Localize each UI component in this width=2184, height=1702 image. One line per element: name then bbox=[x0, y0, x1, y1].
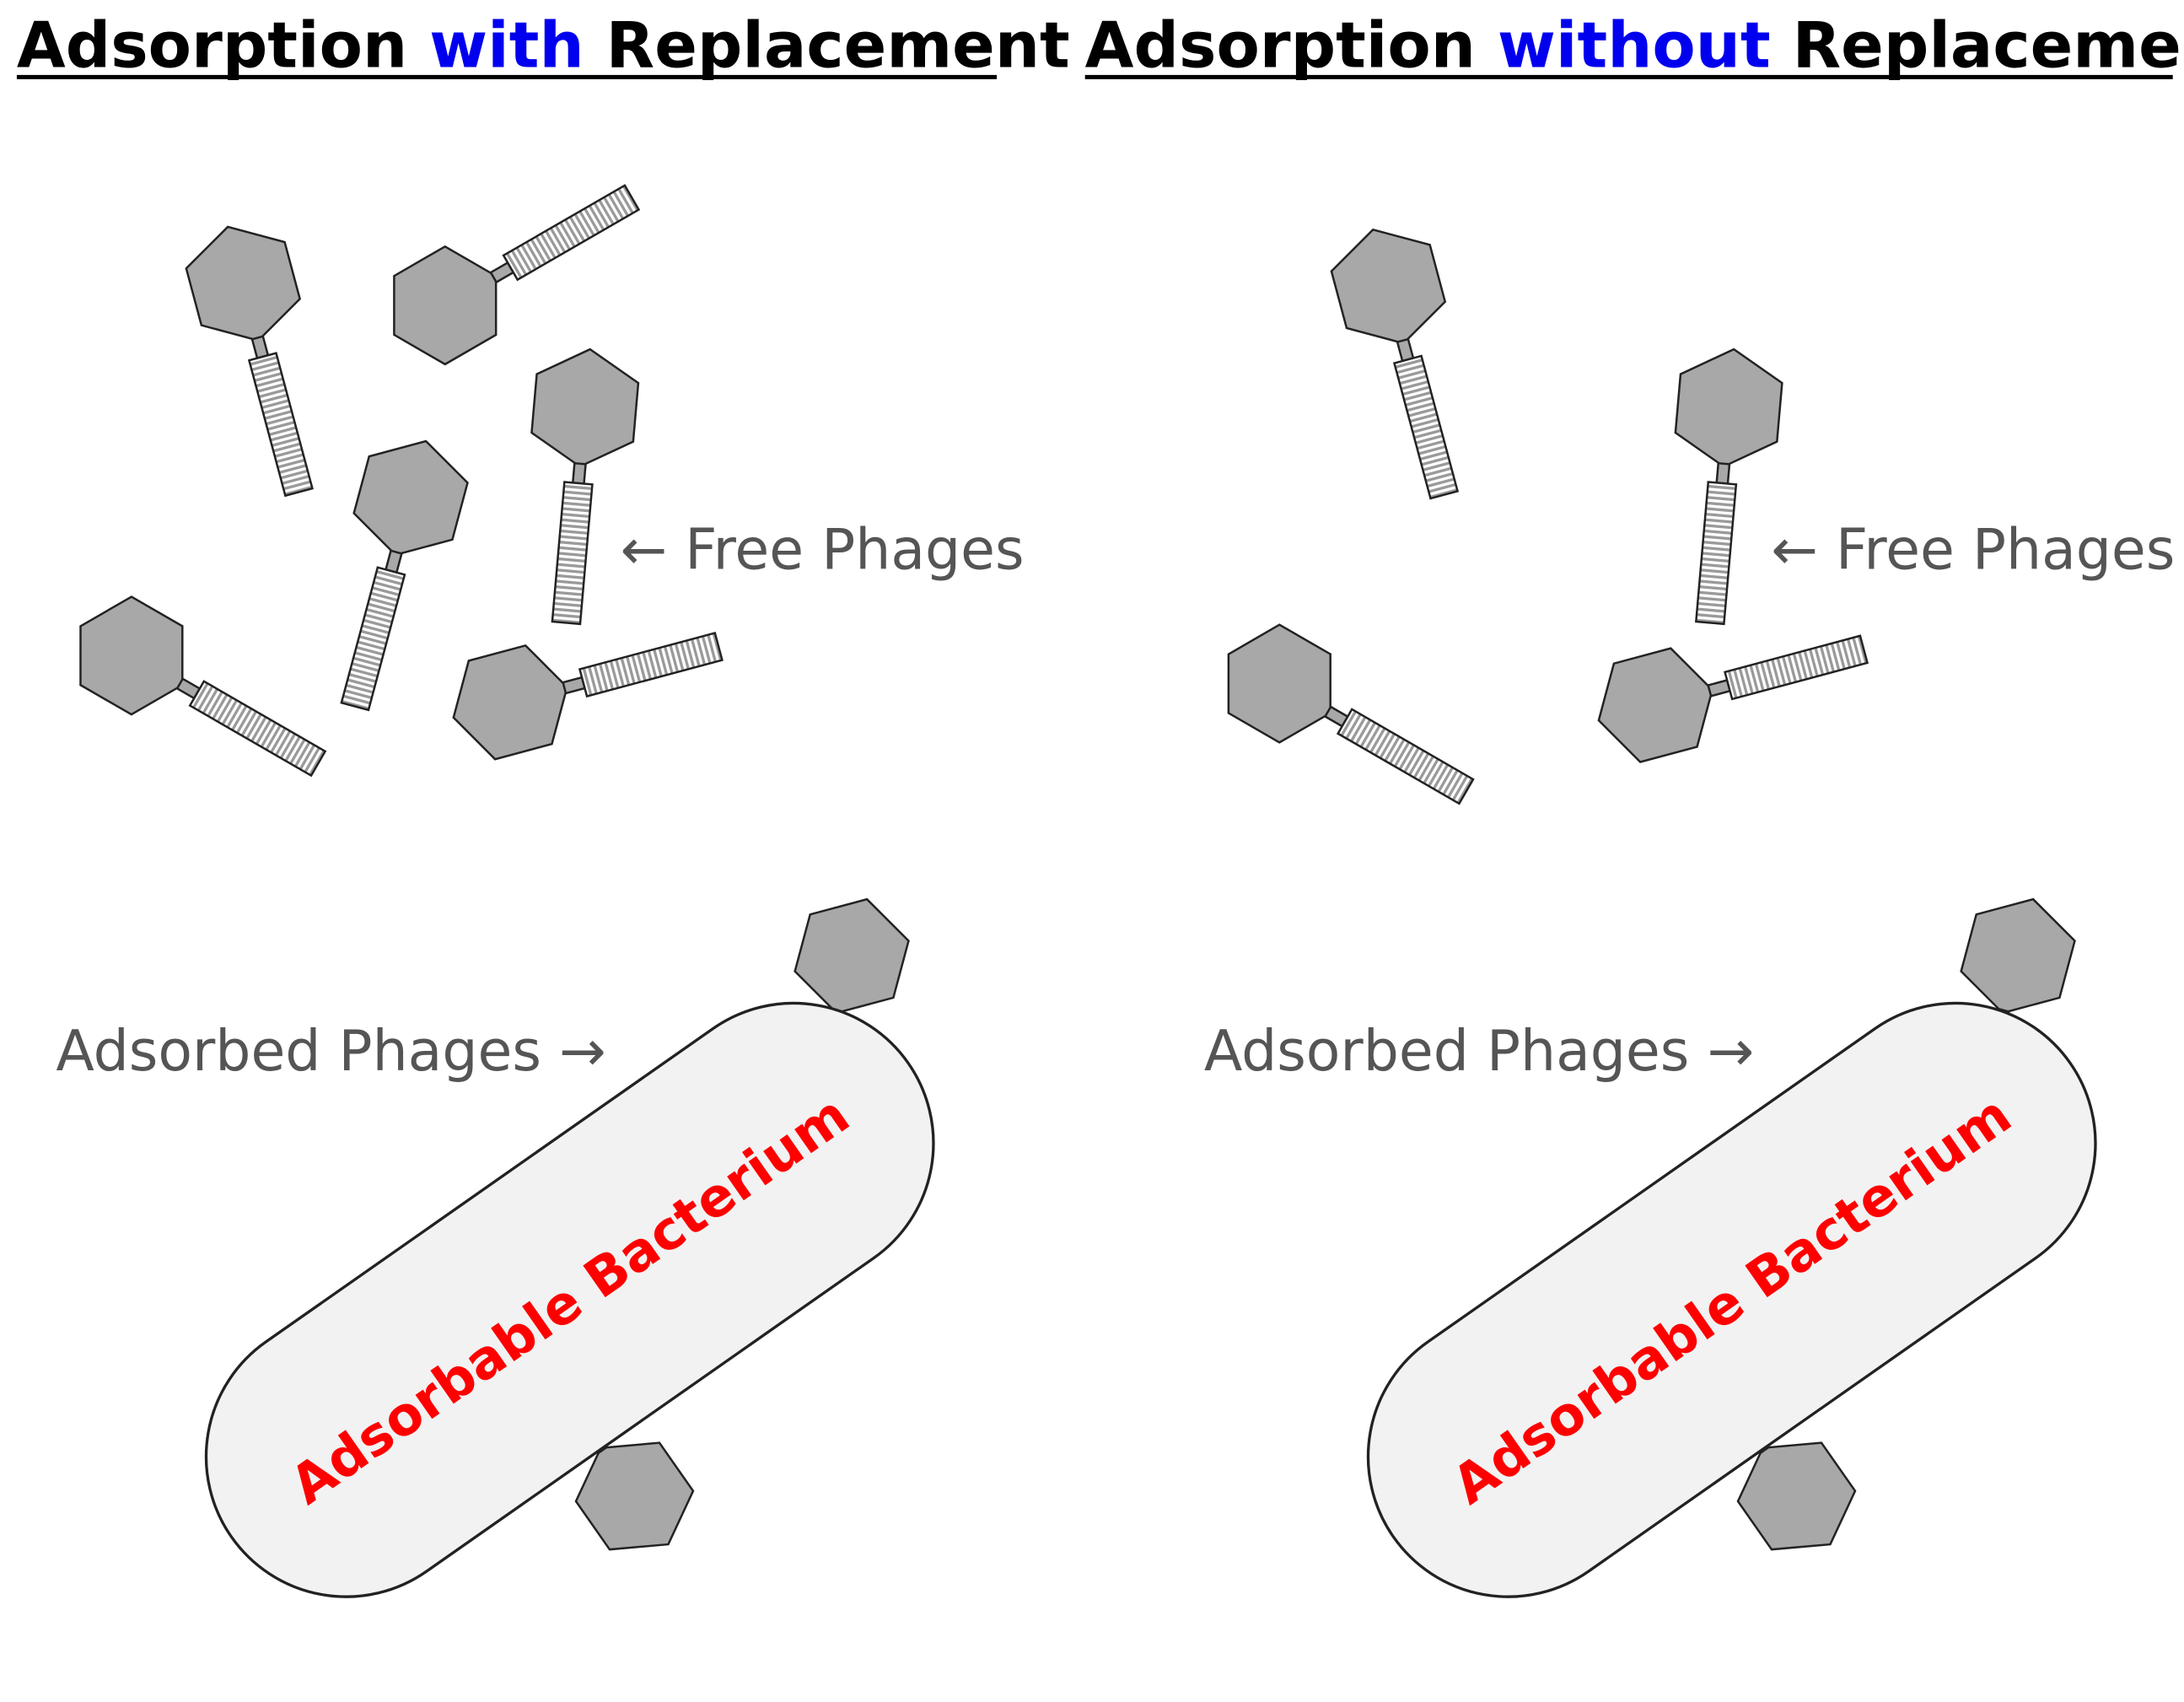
adsorbed-phages-label: Adsorbed Phages → bbox=[1204, 1018, 1754, 1084]
adsorbed-phages-text: Adsorbed Phages bbox=[56, 1018, 541, 1084]
title-highlight: without bbox=[1498, 9, 1771, 83]
panel-title: Adsorption without Replacement bbox=[1085, 9, 2184, 83]
title-pre: Adsorption bbox=[17, 9, 429, 83]
arrow-right-icon: → bbox=[559, 1018, 606, 1084]
arrow-left-icon: ← bbox=[620, 516, 667, 582]
phage-icon bbox=[1658, 343, 1786, 628]
free-phages-label: ← Free Phages bbox=[1771, 516, 2175, 582]
title-post: Replacement bbox=[1771, 9, 2184, 83]
phage-icon bbox=[1202, 609, 1493, 838]
phage-icon bbox=[514, 343, 643, 628]
free-phages-label: ← Free Phages bbox=[620, 516, 1024, 582]
phage-icon bbox=[304, 427, 476, 721]
arrow-left-icon: ← bbox=[1771, 516, 1818, 582]
arrow-right-icon: → bbox=[1707, 1018, 1754, 1084]
free-phages-text: Free Phages bbox=[685, 516, 1024, 582]
free-phages-text: Free Phages bbox=[1836, 516, 2175, 582]
phage-icon bbox=[1584, 599, 1879, 771]
phage-icon bbox=[367, 152, 659, 380]
phage-icon bbox=[438, 595, 734, 768]
title-pre: Adsorption bbox=[1085, 9, 1498, 83]
phage-icon bbox=[177, 213, 350, 507]
panel-title: Adsorption with Replacement bbox=[17, 9, 1070, 83]
adsorbed-phages-label: Adsorbed Phages → bbox=[56, 1018, 605, 1084]
title-highlight: with bbox=[429, 9, 584, 83]
adsorbed-phages-text: Adsorbed Phages bbox=[1204, 1018, 1690, 1084]
title-post: Replacement bbox=[584, 9, 1070, 83]
panel-without-replacement: Adsorption without Replacement ← Free Ph… bbox=[1084, 9, 2184, 1598]
phage-icon bbox=[1322, 215, 1495, 509]
panel-with-replacement: Adsorption with Replacement ← Free Phage… bbox=[17, 9, 1070, 1598]
phage-icon bbox=[54, 580, 345, 809]
